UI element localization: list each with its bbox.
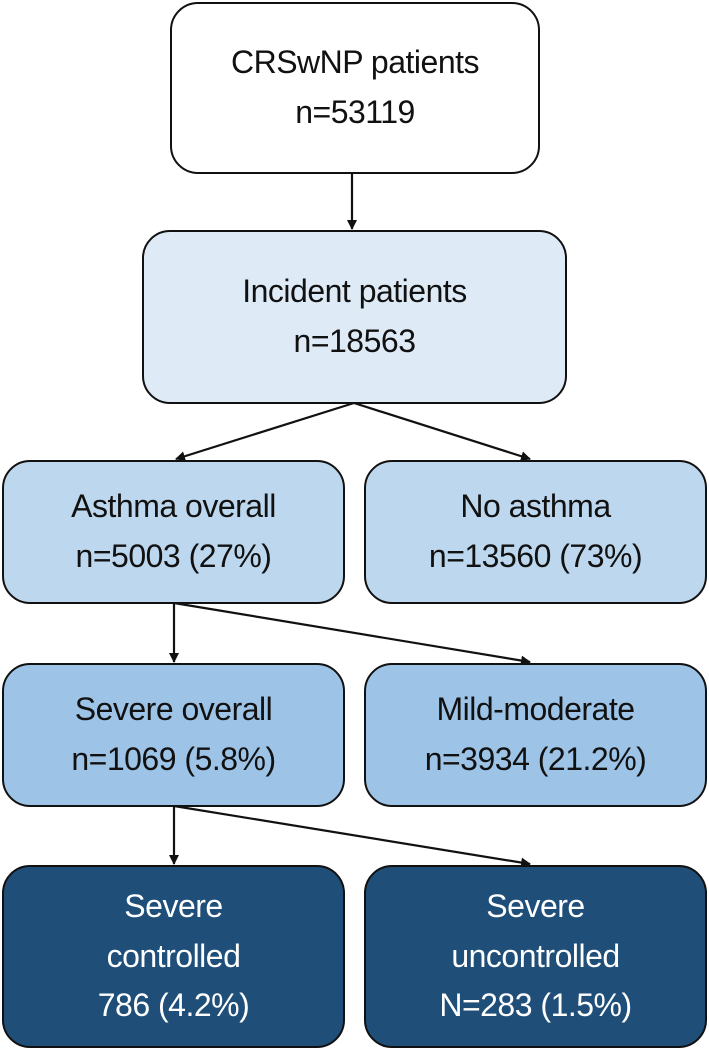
node-no-asthma: No asthma n=13560 (73%)	[364, 460, 707, 604]
arrow-incident-to-asthma	[175, 401, 355, 462]
node-count: n=13560 (73%)	[428, 538, 643, 574]
node-count: n=1069 (5.8%)	[71, 741, 276, 777]
node-count: n=3934 (21.2%)	[424, 741, 647, 777]
node-count: N=283 (1.5%)	[439, 987, 632, 1024]
node-title: CRSwNP patients	[230, 44, 480, 81]
node-title-line2: uncontrolled	[451, 937, 620, 974]
node-severe-overall: Severe overall n=1069 (5.8%)	[2, 663, 345, 807]
arrow-asthma-to-mild	[173, 601, 531, 666]
arrow-severe-to-uncontrolled	[173, 804, 531, 868]
node-title: Mild-moderate	[436, 691, 635, 728]
node-asthma-overall: Asthma overall n=5003 (27%)	[2, 460, 345, 604]
node-count: 786 (4.2%)	[97, 987, 250, 1024]
node-count: n=18563	[293, 323, 416, 359]
arrow-incident-to-no-asthma	[353, 401, 531, 462]
node-title: Incident patients	[242, 273, 467, 310]
node-title-line1: Severe	[124, 888, 223, 925]
node-incident-patients: Incident patients n=18563	[142, 230, 567, 404]
node-title: No asthma	[460, 488, 611, 525]
node-count: n=5003 (27%)	[75, 538, 272, 574]
node-title: Severe overall	[74, 691, 273, 728]
node-severe-uncontrolled: Severe uncontrolled N=283 (1.5%)	[364, 865, 707, 1048]
node-severe-controlled: Severe controlled 786 (4.2%)	[2, 865, 345, 1048]
node-crswnp-patients: CRSwNP patients n=53119	[170, 2, 540, 174]
node-title: Asthma overall	[71, 488, 276, 525]
node-count: n=53119	[295, 94, 415, 130]
node-title-line2: controlled	[106, 937, 241, 974]
node-mild-moderate: Mild-moderate n=3934 (21.2%)	[364, 663, 707, 807]
node-title-line1: Severe	[486, 888, 585, 925]
